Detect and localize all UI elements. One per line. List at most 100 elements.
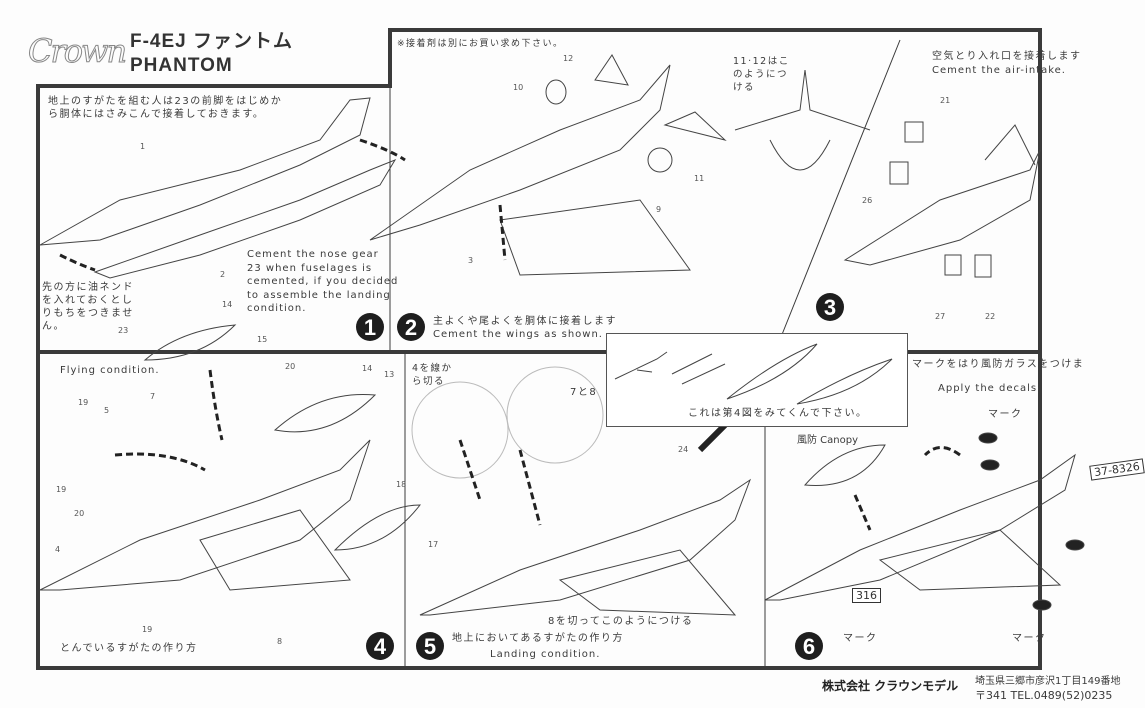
drop-tank-15 (143, 324, 237, 361)
plane-flying (39, 439, 371, 591)
inset-parts-drawing (614, 343, 893, 405)
step-number-2: 2 (397, 313, 425, 341)
step-number-4: 4 (366, 632, 394, 660)
part-number: 24 (678, 445, 689, 454)
part-number: 3 (468, 256, 474, 265)
roundel-decal (980, 459, 1000, 471)
part-number: 10 (513, 83, 524, 92)
step1-text-en: Cement the nose gear 23 when fuselages i… (247, 248, 398, 316)
main-wing (499, 199, 691, 276)
arrow (923, 446, 961, 457)
part-number: 9 (656, 205, 662, 214)
pointer-arrow (697, 422, 728, 453)
text-line: ん。 (42, 321, 65, 332)
text-line: 23 when fuselages is (247, 262, 373, 274)
missile-rack (671, 353, 726, 385)
wing-decals (878, 529, 1062, 591)
fuel-tank-18 (333, 504, 422, 551)
step-number-3: 3 (816, 293, 844, 321)
text-line: 先の方に油ネンド (42, 282, 134, 293)
part-number: 22 (985, 312, 996, 321)
arrow (359, 138, 406, 162)
tail-fin-panel-3 (984, 124, 1036, 166)
canopy-label: 風防 Canopy (797, 435, 859, 446)
fuselage-half-1 (39, 97, 371, 246)
text-line: りもちをつきませ (42, 308, 134, 319)
wing-landing (558, 549, 737, 616)
roundel-decal (1032, 599, 1052, 611)
text-line: ら切る (412, 376, 446, 387)
part-number: 13 (384, 370, 395, 379)
company-address: 埼玉県三郷市彦沢1丁目149番地 (975, 676, 1121, 687)
intake-9 (647, 147, 673, 173)
step6-text-en: Apply the decals. (938, 383, 1042, 394)
cut8-note: 8を切ってこのようにつける (548, 616, 694, 627)
company-phone: 〒341 TEL.0489(52)0235 (975, 689, 1113, 702)
step-number-6: 6 (795, 632, 823, 660)
step4-text-jp: とんでいるすがたの作り方 (60, 643, 198, 654)
wing-flying (199, 509, 351, 591)
divider-2-3 (774, 39, 901, 353)
arrow (114, 452, 206, 472)
arrow (208, 369, 224, 441)
arrow (518, 449, 542, 526)
page-title: F-4EJ ファントム PHANTOM (130, 30, 293, 78)
plane-decals (764, 453, 1076, 601)
part-number: 27 (935, 312, 946, 321)
step5-text-jp: 地上においてあるすがたの作り方 (452, 633, 624, 644)
mark-label: マーク (988, 409, 1023, 420)
decal-nose-number: 316 (852, 588, 881, 603)
step4-text-en: Flying condition. (60, 365, 160, 376)
detail-circle-2 (506, 366, 604, 464)
part-number: 20 (285, 362, 296, 371)
step6-text-jp: マークをはり風防ガラスをつけま (912, 359, 1085, 370)
plane-landing (419, 478, 752, 616)
cut-note: 4を線か ら切る (412, 362, 453, 388)
part-number: 12 (563, 54, 574, 63)
fuel-tank (796, 358, 893, 405)
part-number: 19 (78, 398, 89, 407)
roundel-decal (1065, 539, 1085, 551)
roundel-decal (978, 432, 998, 444)
title-jp: F-4EJ ファントム (130, 31, 294, 52)
part-number: 19 (56, 485, 67, 494)
intake-27 (944, 254, 962, 276)
text-line: を入れておくとし (42, 295, 134, 306)
detail-circle-1 (411, 381, 509, 479)
part-number: 11 (694, 174, 705, 183)
company-name: 株式会社 クラウンモデル (822, 679, 959, 693)
step1-text-jp-2: ら胴体にはさみこんで接着しておきます。 (48, 109, 265, 120)
intake-22 (974, 254, 992, 278)
step5-text-en: Landing condition. (490, 649, 601, 660)
part-note: 7と8 (570, 387, 598, 398)
text-line: Cement the nose gear (247, 249, 379, 260)
part-number: 5 (104, 406, 110, 415)
step1-side-note: 先の方に油ネンド を入れておくとし りもちをつきませ ん。 (42, 281, 134, 333)
part-number: 21 (940, 96, 951, 105)
step-number-1: 1 (356, 313, 384, 341)
part-number: 18 (396, 480, 407, 489)
text-line: 4を線か (412, 363, 453, 374)
mark-label: マーク (1012, 633, 1047, 644)
fuel-tank (726, 343, 818, 400)
part-number: 20 (74, 509, 85, 518)
arrow (853, 494, 872, 531)
mark-label: マーク (843, 633, 878, 644)
glue-note: ※接着剤は別にお買い求め下さい。 (397, 39, 564, 49)
fuselage-panel-3 (843, 149, 1041, 266)
fuel-tank-14 (273, 393, 377, 433)
step2-text-en: Cement the wings as shown. (433, 329, 603, 340)
canopy (803, 444, 886, 486)
part-number: 17 (428, 540, 439, 549)
step3-text-jp: 空気とり入れ口を接着します (932, 51, 1082, 62)
part-number: 8 (277, 637, 283, 646)
step2-text-jp: 主よくや尾よくを胴体に接着します (433, 316, 617, 327)
rear-view-tail (734, 69, 871, 171)
missile (614, 351, 668, 380)
arrow (59, 253, 96, 272)
intake-21 (904, 121, 924, 143)
step1-text-jp-1: 地上のすがたを組む人は23の前脚をはじめか (48, 96, 283, 107)
part-number: 4 (55, 545, 61, 554)
